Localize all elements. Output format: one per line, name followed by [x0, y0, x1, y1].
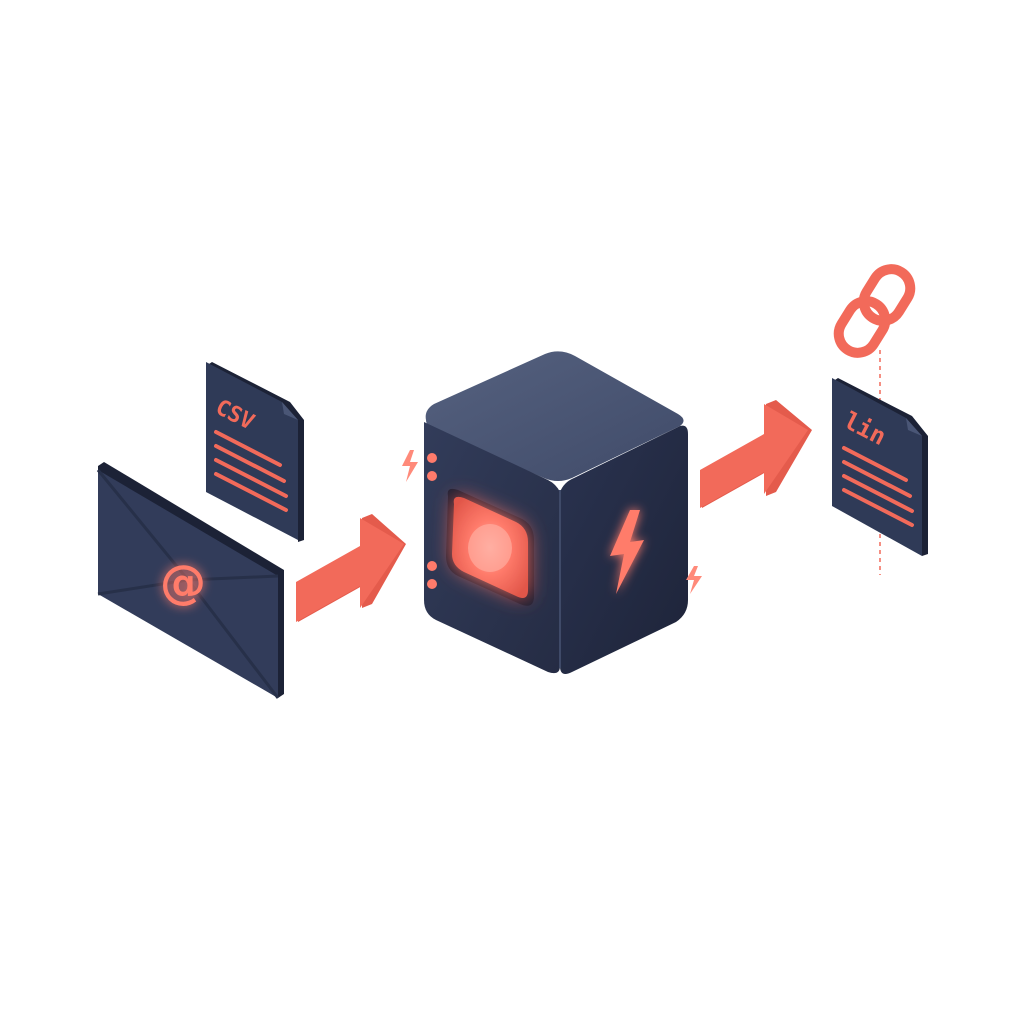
- lightning-bolt-icon: [610, 510, 644, 594]
- email-envelope-icon: @: [96, 462, 284, 699]
- arrow-right-icon: [296, 514, 406, 622]
- arrow-right-icon: [700, 400, 812, 508]
- indicator-lights: [427, 453, 437, 589]
- at-sign-icon: @: [160, 555, 206, 609]
- chain-link-icon: [833, 264, 916, 358]
- csv-text-lines: [214, 430, 288, 512]
- csv-document-icon: CSV: [206, 362, 304, 542]
- processing-cube: [424, 351, 688, 674]
- linkedin-document-icon: lin: [832, 378, 928, 556]
- linkedin-text-lines: [842, 446, 914, 527]
- spark-icon: [402, 450, 702, 594]
